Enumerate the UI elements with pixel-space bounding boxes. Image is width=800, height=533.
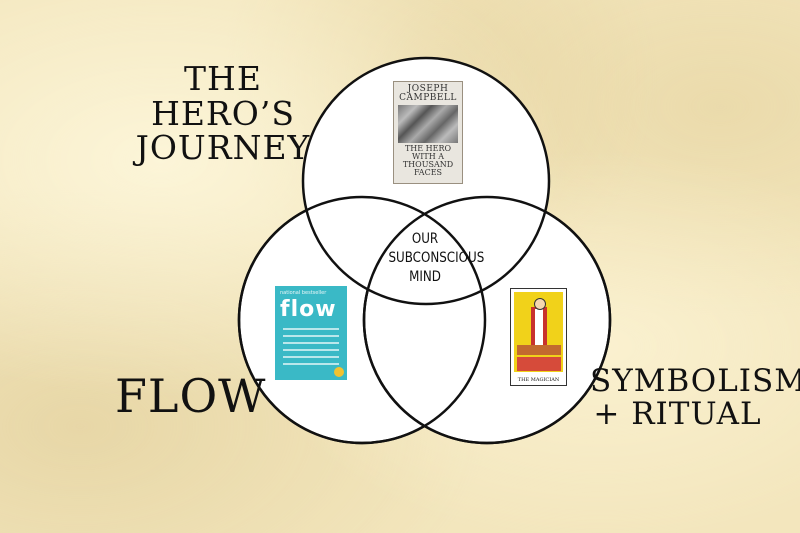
book-author-line2: CAMPBELL — [399, 93, 457, 103]
book-title-line2: WITH A — [411, 152, 444, 161]
magician-tarot-card: THE MAGICIAN — [510, 288, 567, 386]
tarot-magician-head — [534, 298, 546, 310]
symbolism-line1: SYMBOLISM — [590, 363, 800, 399]
symbolism-label: SYMBOLISM + RITUAL — [590, 363, 800, 432]
circle-symbolism-outline — [362, 195, 612, 445]
book-author-line1: JOSEPH — [407, 84, 449, 94]
book-author: JOSEPH CAMPBELL — [394, 85, 462, 103]
book-title: THE HERO WITH A THOUSAND FACES — [394, 145, 462, 177]
center-intersection-label: OUR SUBCONSCIOUS MIND — [388, 230, 485, 287]
flow-book-text-lines — [283, 328, 339, 370]
hero-thousand-faces-book-cover: JOSEPH CAMPBELL THE HERO WITH A THOUSAND… — [393, 81, 463, 184]
heros-journey-line1: THE HERO’S — [151, 59, 295, 133]
heros-journey-label: THE HERO’S JOURNEY — [118, 59, 328, 168]
book-cover-art — [398, 105, 458, 143]
flow-label: FLOW — [115, 369, 267, 423]
tarot-flowers — [517, 357, 561, 371]
tarot-table — [517, 345, 561, 355]
flow-book-badge-icon — [334, 367, 344, 377]
flow-book-subtitle: national bestseller — [280, 290, 327, 296]
center-line3: MIND — [409, 269, 441, 285]
tarot-caption: THE MAGICIAN — [517, 377, 560, 383]
circle-flow-outline — [237, 195, 487, 445]
book-title-line4: FACES — [413, 168, 443, 177]
center-line1: OUR — [411, 231, 439, 247]
flow-book-cover: national bestseller flow — [275, 286, 347, 380]
book-title-line3: THOUSAND — [402, 160, 454, 169]
book-title-line1: THE HERO — [404, 144, 452, 153]
symbolism-line2: + RITUAL — [593, 395, 762, 432]
center-line2: SUBCONSCIOUS — [388, 250, 485, 266]
flow-book-title: flow — [280, 297, 337, 322]
heros-journey-line2: JOURNEY — [135, 128, 311, 168]
tarot-white-robe — [535, 309, 543, 345]
